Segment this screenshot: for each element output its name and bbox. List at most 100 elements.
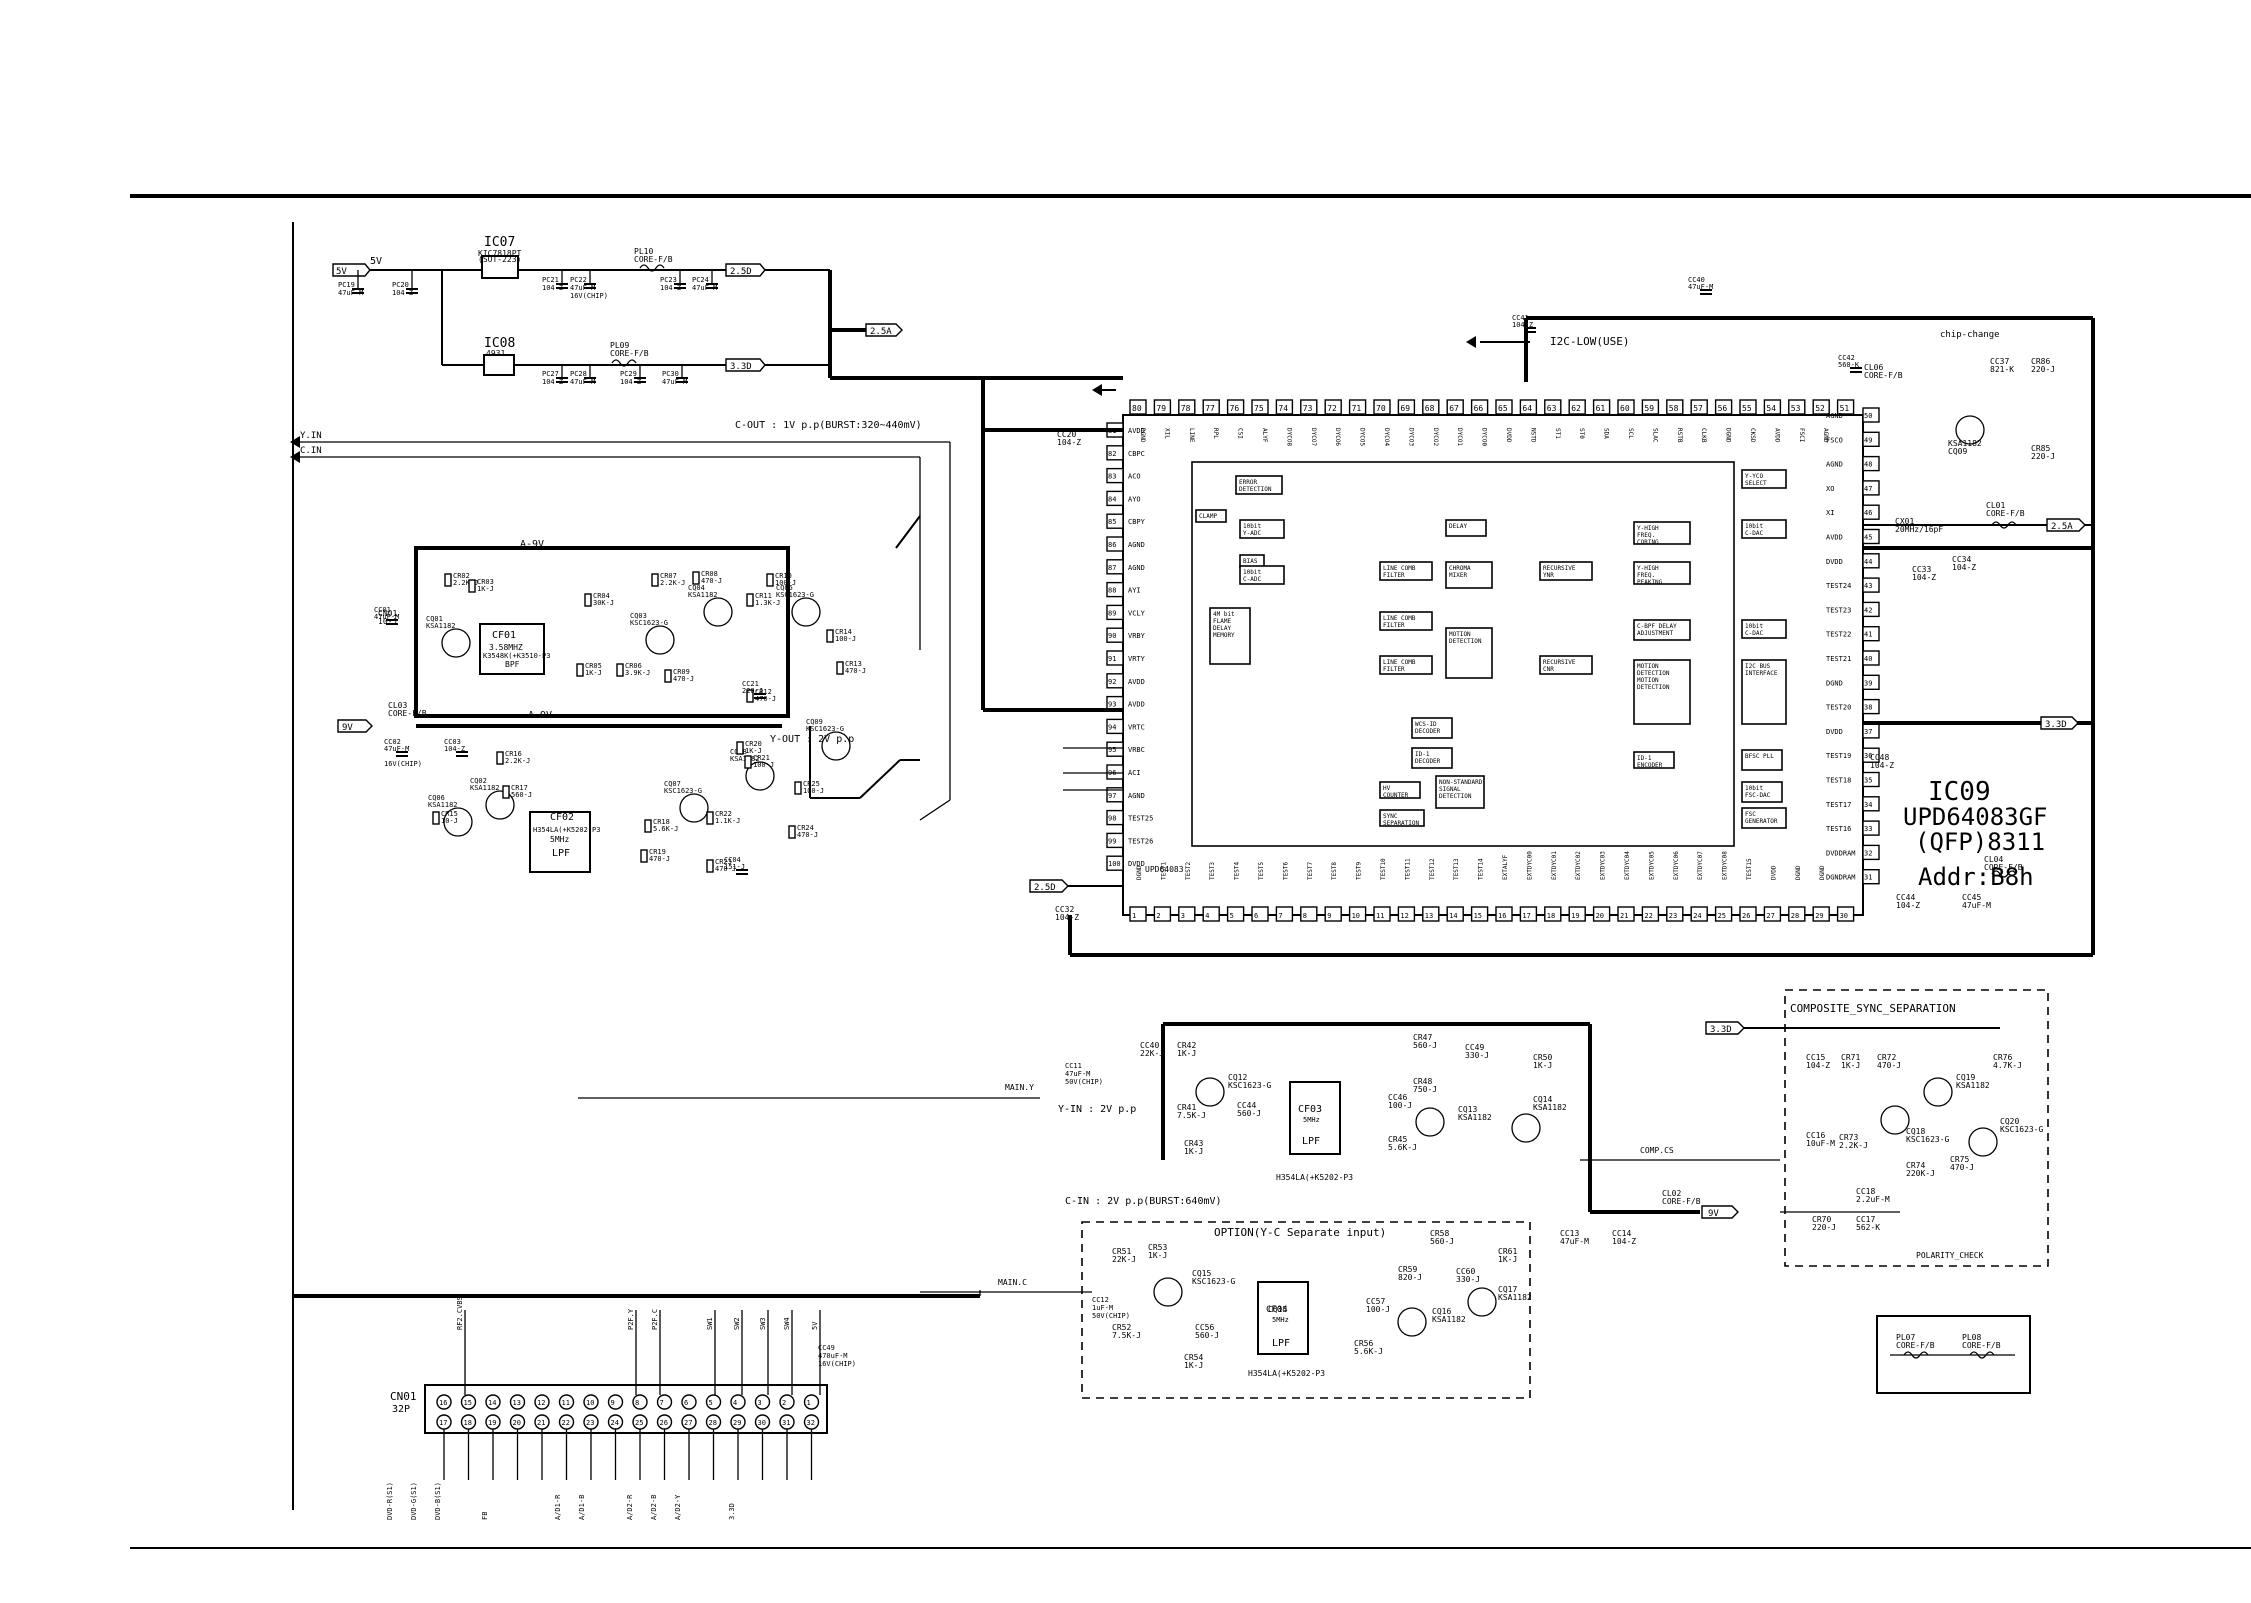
ic09-left-pin-name: AVDD bbox=[1128, 427, 1145, 435]
ic09-internal-blocks: ERRORDETECTIONCLAMP10bitY-ADCBIAS10bitC-… bbox=[1195, 469, 1787, 829]
svg-text:CR47: CR47 bbox=[1413, 1033, 1432, 1042]
ic09-block-text: ADJUSTMENT bbox=[1637, 630, 1674, 637]
ic09-right-pin-number: 49 bbox=[1864, 436, 1872, 444]
svg-text:CC56: CC56 bbox=[1195, 1323, 1214, 1332]
resistor-value: 470-J bbox=[701, 577, 722, 585]
ic09-block-text: DECODER bbox=[1415, 758, 1441, 765]
svg-text:330-J: 330-J bbox=[1456, 1275, 1480, 1284]
ic09-block-text: MEMORY bbox=[1213, 632, 1235, 639]
pc-cap-value: 47uF-M bbox=[338, 289, 363, 297]
ic09-left-pin bbox=[1106, 627, 1124, 643]
ic09-block-text: ID-1 bbox=[1415, 751, 1430, 758]
ic09-top-pin-name: DVDD bbox=[1505, 428, 1512, 443]
ic09-bottom-pin-name: DGND bbox=[1819, 865, 1826, 880]
resistor-symbol bbox=[736, 741, 744, 755]
pc-cap-value: 104-Z bbox=[392, 289, 413, 297]
ic09-bottom-pin-name: TEST7 bbox=[1307, 862, 1314, 880]
cn01-pin-number: 28 bbox=[709, 1419, 717, 1427]
capacitor-ref: CC01 bbox=[374, 606, 391, 614]
ic09-right-pin bbox=[1862, 650, 1880, 666]
ic09-bottom-pin-number: 11 bbox=[1376, 912, 1384, 920]
svg-text:4.7K-J: 4.7K-J bbox=[1993, 1061, 2022, 1070]
svg-text:CC57: CC57 bbox=[1366, 1297, 1385, 1306]
ic09-block-text: RECURSIVE bbox=[1543, 565, 1576, 572]
ic09-block-text: DETECTION bbox=[1449, 638, 1482, 645]
ic09-bottom-pin bbox=[1129, 906, 1147, 922]
ic09-left-pin bbox=[1106, 467, 1124, 484]
ic09-block-text: SYNC bbox=[1383, 813, 1398, 820]
svg-text:CR52: CR52 bbox=[1112, 1323, 1131, 1332]
svg-text:9V: 9V bbox=[1708, 1209, 1719, 1219]
ic09-top-pin-name: DYCO8 bbox=[1285, 428, 1292, 446]
transistor-symbol bbox=[443, 807, 473, 837]
ic09-block-text: FLAME bbox=[1213, 618, 1231, 625]
ic09-right-pin-name: TEST20 bbox=[1826, 704, 1851, 712]
ic09-top-pin bbox=[1446, 399, 1464, 415]
ic09-left-pin-name: CBPC bbox=[1128, 450, 1145, 458]
svg-text:(SOT-223): (SOT-223) bbox=[478, 255, 521, 264]
svg-text:CC16: CC16 bbox=[1806, 1131, 1825, 1140]
resistor-ref: CR07 bbox=[660, 572, 677, 580]
ic09-top-pin bbox=[1373, 399, 1391, 415]
svg-text:2.2uF-M: 2.2uF-M bbox=[1856, 1195, 1890, 1204]
ic09-top-pin bbox=[1202, 399, 1220, 415]
ic09-bottom-pin-name: TEST10 bbox=[1380, 858, 1387, 880]
pc-cap-value: 47uF-M bbox=[662, 378, 687, 386]
svg-text:1K-J: 1K-J bbox=[1177, 1049, 1196, 1058]
ic09-block-text: HV bbox=[1383, 785, 1391, 792]
resistor-symbol bbox=[651, 573, 659, 587]
ic09-block-text: Y-HIGH bbox=[1637, 565, 1659, 572]
svg-text:2.5D: 2.5D bbox=[730, 267, 752, 277]
ic09-bottom-pin-name: EXTDYC05 bbox=[1648, 851, 1655, 880]
svg-text:C-IN : 2V p.p(BURST:640mV): C-IN : 2V p.p(BURST:640mV) bbox=[1065, 1196, 1222, 1207]
ic09-bottom-pin-name: EXTDYC08 bbox=[1722, 851, 1729, 880]
ic09-left-pin-number: 100 bbox=[1108, 860, 1121, 868]
svg-text:BPF: BPF bbox=[505, 660, 520, 669]
svg-text:KSA1182: KSA1182 bbox=[1498, 1293, 1532, 1302]
svg-text:47uF-M: 47uF-M bbox=[1065, 1070, 1090, 1078]
svg-text:CR50: CR50 bbox=[1533, 1053, 1552, 1062]
ic09-bottom-pin bbox=[1592, 906, 1611, 922]
resistor-value: 470-J bbox=[715, 865, 736, 873]
svg-text:H354LA(+K5202-P3: H354LA(+K5202-P3 bbox=[1248, 1369, 1325, 1378]
ic09-bottom-pin-number: 7 bbox=[1278, 912, 1282, 920]
ic09-right-pin-name: AVDD bbox=[1826, 534, 1843, 542]
capacitor-value: 560-K bbox=[1838, 361, 1860, 369]
resistor-value: 1K-J bbox=[745, 747, 762, 755]
ic09-bottom-pin-name: TEST8 bbox=[1331, 862, 1338, 880]
resistor-value: 2.2K-J bbox=[660, 579, 685, 587]
cn01-pin-number: 7 bbox=[660, 1399, 664, 1407]
pc-cap-value: 47uF-M bbox=[692, 284, 717, 292]
ic09-right-pin bbox=[1862, 844, 1880, 861]
ic09-left-pin-number: 92 bbox=[1108, 678, 1116, 686]
ic09-block-text: NON-STANDARD bbox=[1439, 779, 1483, 786]
pc-cap-ref: PC23 bbox=[660, 276, 677, 284]
ic09-top-pin-number: 64 bbox=[1522, 404, 1532, 413]
transistor-ref: CQ07 bbox=[664, 780, 681, 788]
svg-text:2.5A: 2.5A bbox=[870, 327, 892, 337]
ic09-block-chroma-mixer bbox=[1445, 561, 1493, 589]
resistor-symbol bbox=[706, 859, 714, 873]
ic09-top-pin-name: CKSD bbox=[1749, 428, 1756, 443]
ic09-block-text: DETECTION bbox=[1637, 684, 1670, 691]
cn01-pin bbox=[681, 1394, 697, 1410]
svg-text:UPD64083GF: UPD64083GF bbox=[1903, 803, 2048, 831]
svg-text:Y-IN : 2V p.p: Y-IN : 2V p.p bbox=[1058, 1104, 1136, 1115]
resistor-value: 100-J bbox=[835, 635, 856, 643]
transistor-ref: CQ09 bbox=[806, 718, 823, 726]
cn01-pin-number: 12 bbox=[537, 1399, 545, 1407]
ic09-left-pin bbox=[1106, 559, 1124, 575]
transistor-part: KSC1623-G bbox=[664, 787, 702, 795]
ic09-right-pin-number: 50 bbox=[1864, 412, 1872, 420]
ic09-left-pin-number: 86 bbox=[1108, 541, 1116, 549]
ic09-bottom-pin-number: 10 bbox=[1352, 912, 1360, 920]
resistor-symbol bbox=[794, 781, 802, 795]
ic09-bottom-pin bbox=[1836, 906, 1855, 922]
ic09-left-pin-number: 85 bbox=[1108, 518, 1116, 526]
ic09-top-pin-name: AVDD bbox=[1773, 428, 1780, 443]
resistor-symbol bbox=[444, 573, 452, 587]
svg-text:CQ12: CQ12 bbox=[1228, 1073, 1247, 1082]
power-section: 5V 5V IC07 KIC7818PT (SOT-223) IC08 4931… bbox=[332, 235, 985, 710]
pc-cap-ref: PC28 bbox=[570, 370, 587, 378]
ic09-right-pin bbox=[1862, 553, 1880, 569]
